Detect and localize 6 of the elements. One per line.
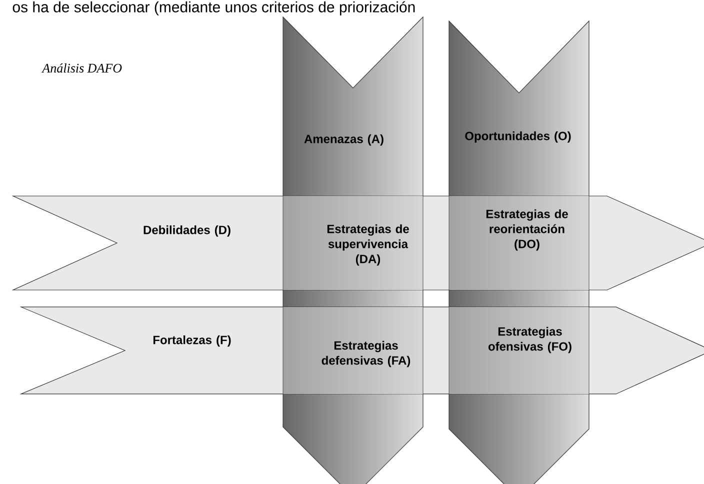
strategy-cell: Estrategias de supervivencia (DA) xyxy=(282,196,424,290)
body-text: os ha de seleccionar (mediante unos criterios de priorización xyxy=(12,1,415,16)
heading: Análisis DAFO xyxy=(42,63,122,73)
strategy-cell: Estrategias ofensivas (FO) xyxy=(448,306,590,394)
strategy-cell: Estrategias de reorientación (DO) xyxy=(448,196,590,290)
strategy-cell: Estrategias defensivas (FA) xyxy=(282,306,424,394)
